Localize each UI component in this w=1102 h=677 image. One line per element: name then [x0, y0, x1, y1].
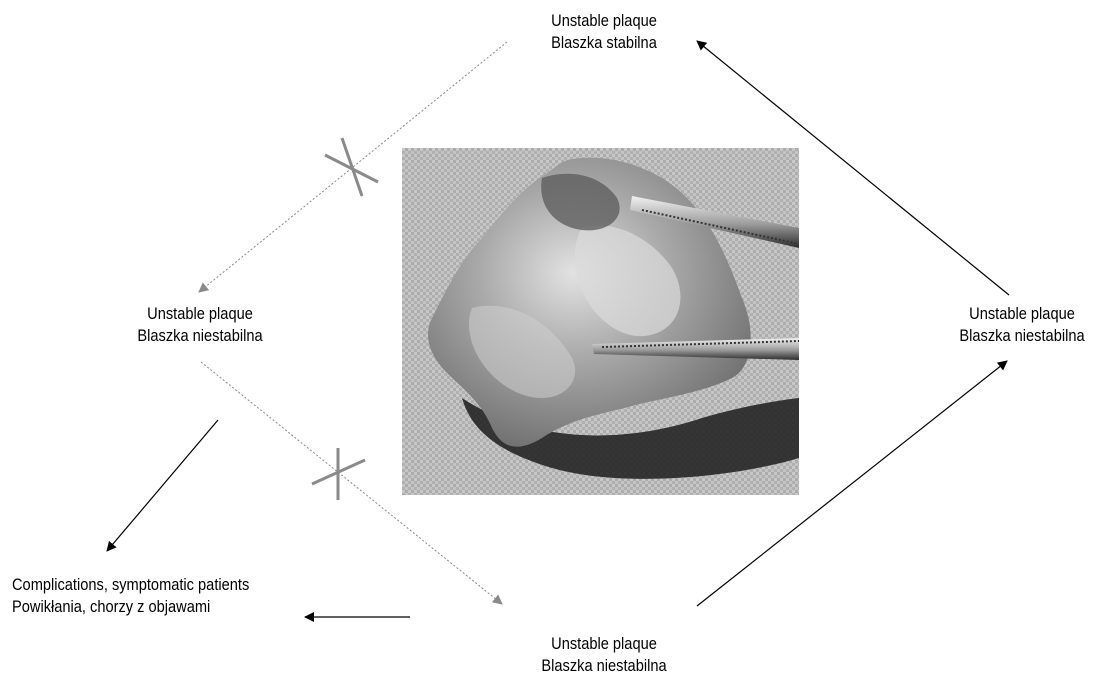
- node-right-label-en: Unstable plaque: [927, 303, 1102, 325]
- node-complications-label-en: Complications, symptomatic patients: [12, 574, 249, 596]
- node-right-label-pl: Blaszka niestabilna: [927, 325, 1102, 347]
- plaque-specimen-photo: [402, 148, 799, 495]
- arrow-left-to-complications: [107, 420, 218, 551]
- node-complications-label-pl: Powikłania, chorzy z objawami: [12, 596, 249, 618]
- node-left-label-en: Unstable plaque: [105, 303, 294, 325]
- node-top-label-en: Unstable plaque: [521, 10, 688, 32]
- node-bottom-unstable-plaque: Unstable plaque Blaszka niestabilna: [509, 633, 698, 677]
- node-right-unstable-plaque: Unstable plaque Blaszka niestabilna: [927, 303, 1102, 347]
- node-left-label-pl: Blaszka niestabilna: [105, 325, 294, 347]
- node-bottom-label-pl: Blaszka niestabilna: [509, 655, 698, 677]
- node-bottom-label-en: Unstable plaque: [509, 633, 698, 655]
- cross-mark-upper: [325, 138, 378, 196]
- node-top-stable-plaque: Unstable plaque Blaszka stabilna: [521, 10, 688, 54]
- node-top-label-pl: Blaszka stabilna: [521, 32, 688, 54]
- node-left-unstable-plaque: Unstable plaque Blaszka niestabilna: [105, 303, 294, 347]
- cross-mark-lower: [312, 448, 365, 500]
- node-complications: Complications, symptomatic patients Powi…: [12, 574, 249, 618]
